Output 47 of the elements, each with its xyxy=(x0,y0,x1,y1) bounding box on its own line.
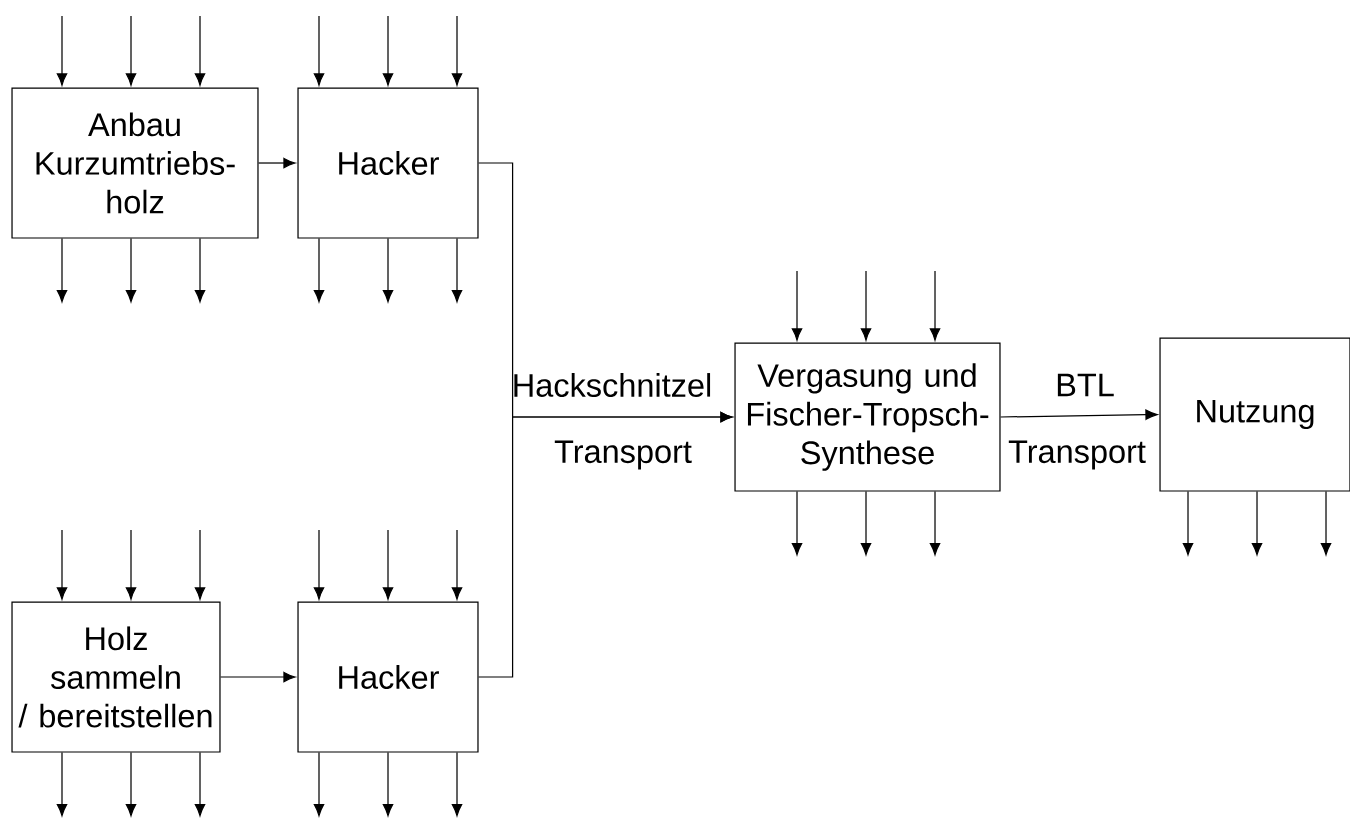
arrow xyxy=(125,529,137,600)
arrow xyxy=(313,15,325,86)
arrow xyxy=(313,529,325,600)
arrow xyxy=(1182,491,1194,556)
arrow xyxy=(56,529,68,600)
arrow xyxy=(125,15,137,86)
arrow xyxy=(56,238,68,303)
arrow xyxy=(451,15,463,86)
process-box: Anbau Kurzumtriebs- holz xyxy=(11,87,259,239)
arrow xyxy=(382,238,394,303)
arrow xyxy=(56,15,68,86)
flow-label: BTL xyxy=(1057,373,1114,397)
flow-label: Hackschnitzel xyxy=(514,373,711,397)
arrow xyxy=(929,491,941,556)
process-box: Vergasung und Fischer-Tropsch-Synthese xyxy=(734,342,1001,492)
arrow xyxy=(313,752,325,817)
arrow xyxy=(194,238,206,303)
arrow xyxy=(1251,491,1263,556)
arrow xyxy=(219,671,296,683)
process-box: Hacker xyxy=(297,601,479,753)
arrow xyxy=(257,157,296,169)
arrow xyxy=(451,752,463,817)
arrow xyxy=(125,238,137,303)
arrow xyxy=(382,752,394,817)
arrow xyxy=(791,491,803,556)
process-box: Hacker xyxy=(297,87,479,239)
arrow xyxy=(125,752,137,817)
arrow xyxy=(1000,409,1158,420)
arrow xyxy=(1320,491,1332,556)
arrow xyxy=(860,491,872,556)
arrow xyxy=(382,15,394,86)
arrow xyxy=(194,15,206,86)
flow-label: Transport xyxy=(554,440,692,470)
arrow xyxy=(860,270,872,341)
arrow xyxy=(451,529,463,600)
process-box: Holz sammeln / bereitstellen xyxy=(11,601,221,753)
flow-label: Transport xyxy=(1008,440,1146,470)
arrow xyxy=(929,270,941,341)
arrow xyxy=(451,238,463,303)
process-box: Nutzung xyxy=(1159,337,1350,492)
arrow xyxy=(478,411,733,678)
arrow xyxy=(194,529,206,600)
arrow xyxy=(56,752,68,817)
arrow xyxy=(194,752,206,817)
arrow xyxy=(313,238,325,303)
arrow xyxy=(382,529,394,600)
arrow xyxy=(791,270,803,341)
